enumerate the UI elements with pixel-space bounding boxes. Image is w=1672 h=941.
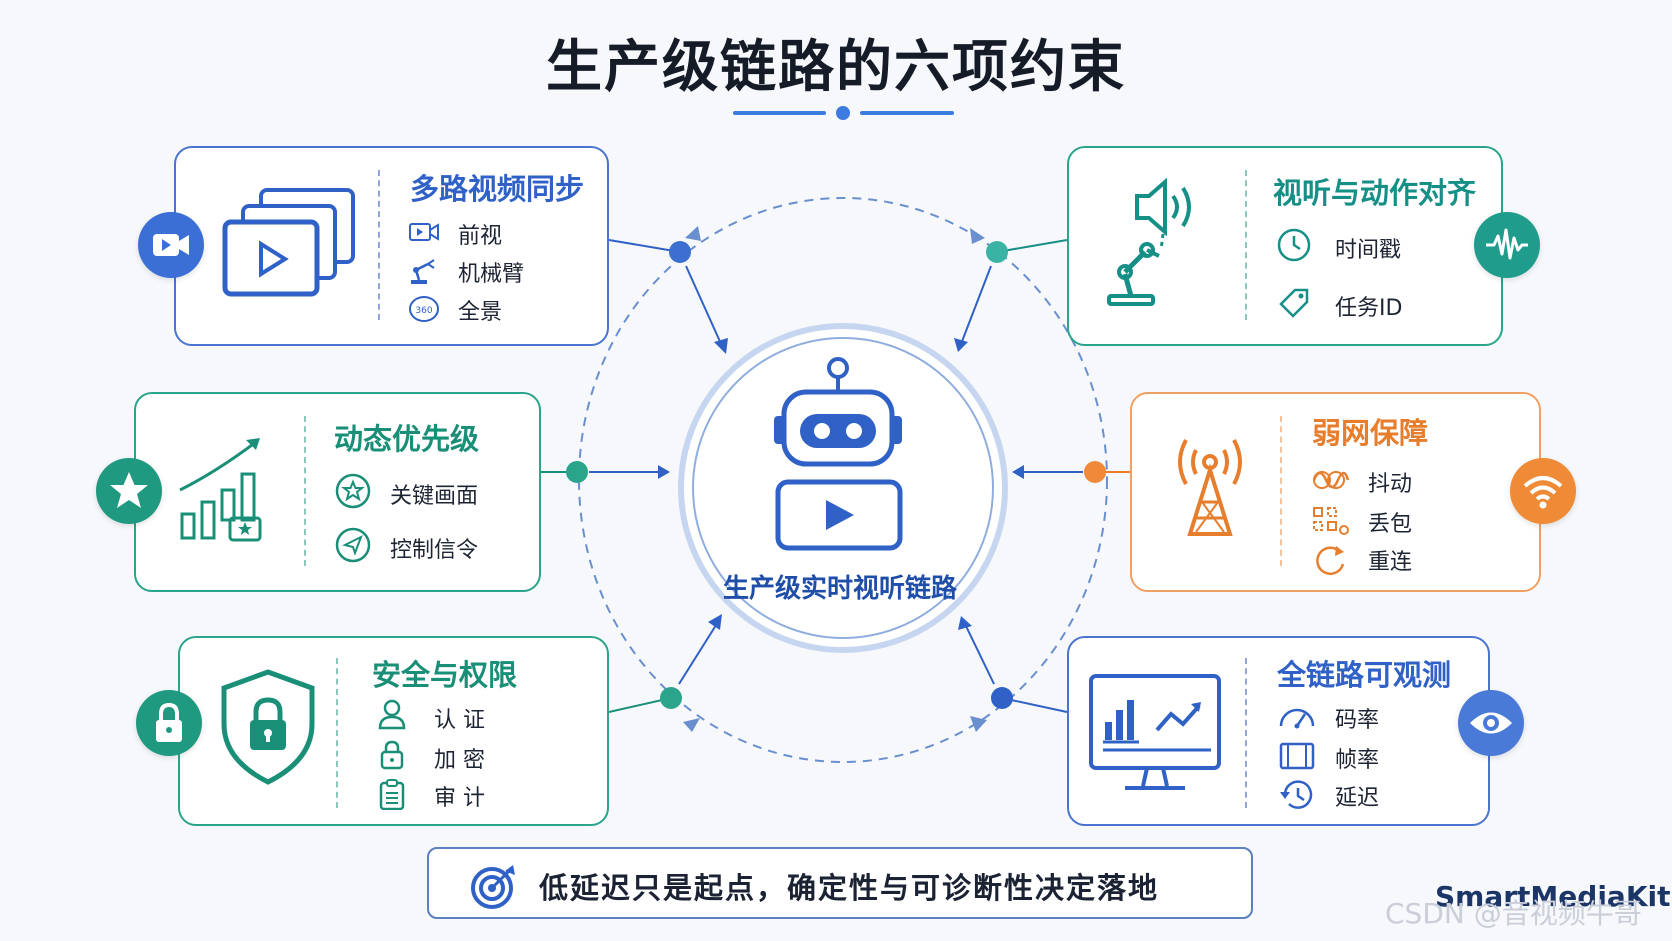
star-badge [96, 458, 162, 524]
stacked-video-icon [222, 188, 355, 297]
list-item: 关键画面 [390, 484, 479, 509]
user-icon [378, 699, 406, 730]
packet-loss-icon [1313, 507, 1349, 535]
send-icon [335, 527, 371, 563]
target-icon [471, 865, 515, 909]
lock-icon [156, 702, 182, 742]
list-item: 机械臂 [458, 262, 525, 287]
card-weak-network: 弱网保障 抖动 丢包 重连 [1130, 392, 1541, 592]
gauge-icon [1279, 708, 1315, 729]
list-item: 任务ID [1335, 296, 1403, 321]
speaker-robot-arm-icon [1107, 177, 1191, 306]
list-item: 时间戳 [1335, 238, 1402, 263]
bar-growth-icon [179, 438, 262, 542]
video-camera-icon [153, 234, 189, 256]
center-label: 生产级实时视听链路 [722, 574, 957, 604]
card-full-observability: 全链路可观测 码率 帧率 延迟 [1067, 636, 1490, 826]
card-multi-video-sync: 多路视频同步 前视 机械臂 360 全景 [174, 146, 609, 346]
list-item: 抖动 [1368, 472, 1413, 497]
card-title: 弱网保障 [1312, 416, 1429, 450]
banner-text: 低延迟只是起点，确定性与可诊断性决定落地 [539, 871, 1160, 905]
list-item: 前视 [458, 224, 503, 249]
eye-icon [1470, 712, 1512, 734]
clipboard-icon [379, 779, 405, 810]
list-item: 丢包 [1368, 512, 1413, 537]
card-title: 全链路可观测 [1277, 658, 1452, 692]
card-av-action-align: 视听与动作对齐 时间戳 任务ID [1067, 146, 1503, 346]
robot-arm-icon [411, 259, 435, 284]
list-item: 审 计 [434, 786, 485, 811]
lock-badge [136, 690, 202, 756]
list-item: 帧率 [1335, 748, 1380, 773]
tag-icon [1279, 288, 1309, 318]
star-icon [110, 472, 148, 508]
waveform-badge [1474, 212, 1540, 278]
film-frame-icon [1279, 742, 1315, 770]
video-camera-badge [138, 212, 204, 278]
list-item: 加 密 [434, 748, 485, 773]
watermark: CSDN @音视频牛哥 [1385, 897, 1642, 930]
brand-logo-text: SmartMediaKit [1435, 880, 1671, 913]
bottom-banner: 低延迟只是起点，确定性与可诊断性决定落地 [427, 847, 1253, 919]
shield-lock-icon [221, 669, 315, 785]
card-dynamic-priority: 动态优先级 关键画面 控制信令 [134, 392, 541, 592]
card-title: 安全与权限 [372, 658, 518, 692]
card-title: 多路视频同步 [410, 172, 585, 206]
audio-waveform-icon [1486, 228, 1528, 260]
eye-badge [1458, 690, 1524, 756]
padlock-icon [380, 740, 404, 770]
robot-icon [774, 357, 903, 551]
card-security-permission: 安全与权限 认 证 加 密 审 计 [178, 636, 609, 826]
jitter-wave-icon [1312, 471, 1350, 489]
wifi-icon [1523, 476, 1563, 509]
reconnect-icon [1316, 546, 1345, 575]
card-title: 视听与动作对齐 [1273, 176, 1477, 210]
list-item: 重连 [1368, 550, 1413, 575]
list-item: 码率 [1335, 708, 1380, 733]
page-title: 生产级链路的六项约束 [546, 35, 1126, 100]
panorama-360-icon: 360 [409, 296, 439, 322]
list-item: 延迟 [1335, 786, 1380, 811]
card-title: 动态优先级 [334, 422, 480, 456]
signal-tower-icon [1178, 439, 1242, 536]
camera-icon [409, 223, 439, 241]
star-circle-icon [335, 473, 371, 509]
list-item: 认 证 [434, 708, 485, 733]
list-item: 全景 [458, 300, 503, 325]
svg-text:360: 360 [415, 306, 432, 316]
history-clock-icon [1280, 780, 1313, 809]
monitor-chart-icon [1089, 674, 1221, 790]
list-item: 控制信令 [390, 538, 479, 563]
clock-icon [1277, 228, 1311, 262]
wifi-badge [1510, 458, 1576, 524]
